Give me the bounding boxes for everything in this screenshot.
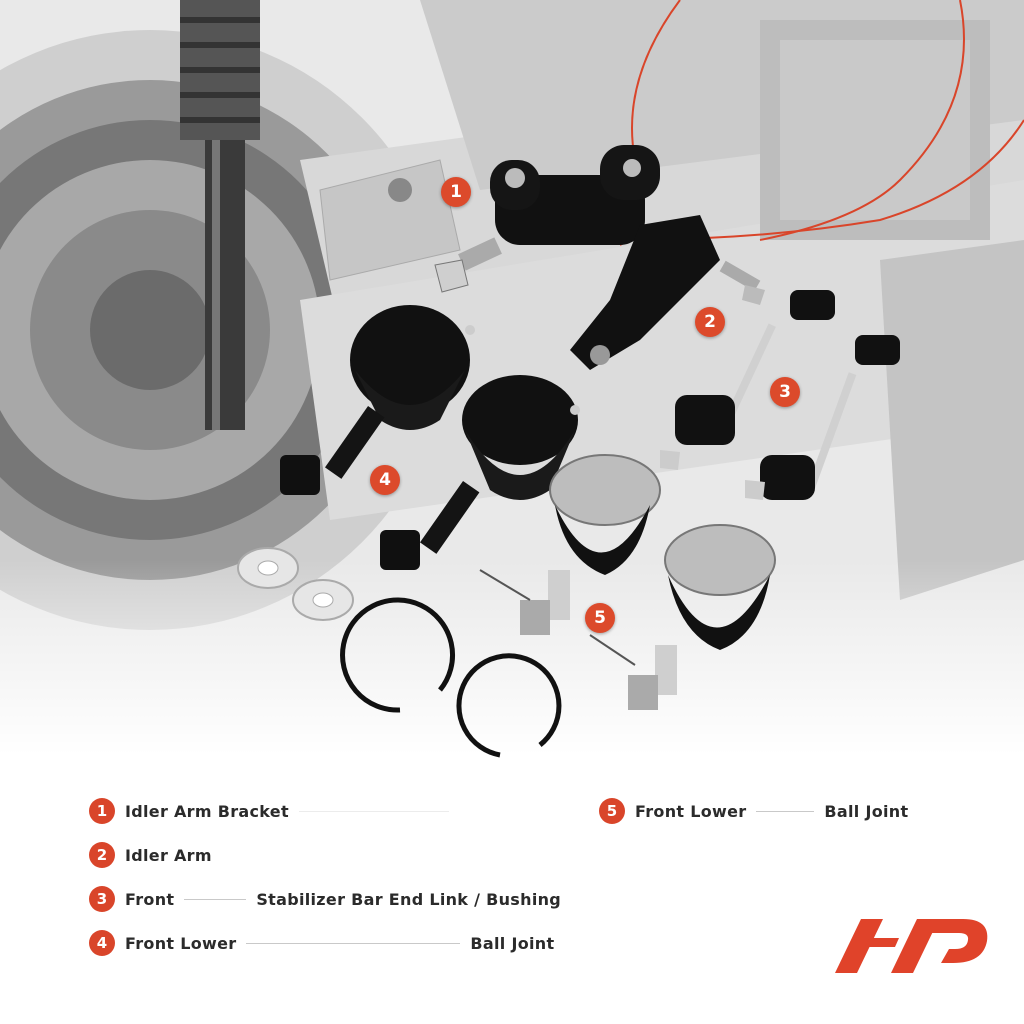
legend-label: Idler Arm: [125, 845, 212, 865]
marker-4: 4: [370, 465, 400, 495]
legend-item-2: 2 Idler Arm: [89, 840, 212, 870]
legend-leader-line: [298, 810, 449, 812]
idler-arm-bracket-part: [434, 145, 660, 293]
legend-leader-line: [756, 810, 815, 812]
suspension-background-photo: [0, 0, 1024, 780]
snap-rings-part: [340, 597, 562, 758]
legend-detail: Ball Joint: [824, 801, 909, 821]
stabilizer-end-link-part: [660, 290, 900, 500]
legend-number: 1: [89, 798, 115, 824]
marker-2: 2: [695, 307, 725, 337]
legend-detail: Ball Joint: [470, 933, 555, 953]
marker-1: 1: [441, 177, 471, 207]
marker-3: 3: [770, 377, 800, 407]
legend-item-5: 5 Front Lower Ball Joint: [599, 796, 908, 826]
parts-illustration: [237, 145, 900, 758]
brand-logo: [835, 919, 988, 973]
idler-arm-part: [570, 215, 765, 370]
legend-leader-line: [184, 898, 247, 900]
legend-item-3: 3 Front Stabilizer Bar End Link / Bushin…: [89, 884, 561, 914]
background-fade: [0, 560, 1024, 790]
legend-label: Front Lower: [125, 933, 237, 953]
washers-part: [237, 547, 354, 621]
marker-5: 5: [585, 603, 615, 633]
legend-leader-line: [246, 942, 461, 944]
legend-number: 3: [89, 886, 115, 912]
legend-item-1: 1 Idler Arm Bracket: [89, 796, 459, 826]
front-lower-ball-joint-5-part: [479, 454, 776, 710]
front-lower-ball-joint-4-part: [280, 305, 580, 570]
legend-detail: Stabilizer Bar End Link / Bushing: [256, 889, 562, 909]
legend-label: Front: [125, 889, 175, 909]
legend-number: 4: [89, 930, 115, 956]
legend-label: Front Lower: [635, 801, 747, 821]
legend-number: 2: [89, 842, 115, 868]
legend-number: 5: [599, 798, 625, 824]
legend-item-4: 4 Front Lower Ball Joint: [89, 928, 554, 958]
legend-label: Idler Arm Bracket: [125, 801, 289, 821]
